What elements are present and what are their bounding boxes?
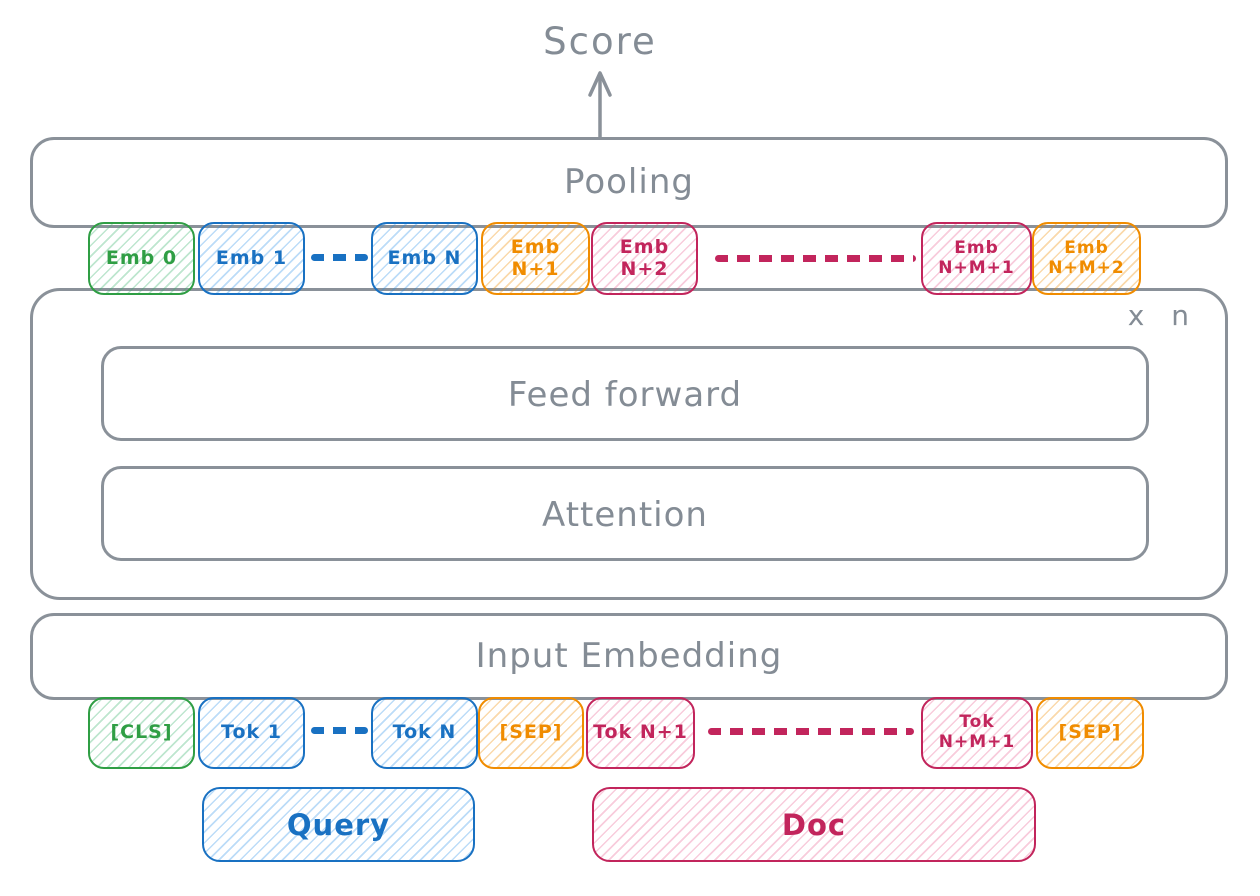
emb-n-plus-2-label: Emb N+2	[619, 235, 670, 280]
sep-2-token-chip: [SEP]	[1036, 697, 1144, 769]
token-ellipsis-blue-dashes	[311, 727, 368, 734]
input-embedding-box: Input Embedding	[30, 613, 1228, 700]
pooling-label: Pooling	[564, 162, 694, 202]
tok-n-plus-1-label: Tok N+1	[593, 721, 688, 744]
tok-1-chip: Tok 1	[198, 697, 305, 769]
encoder-box: x n Feed forward Attention	[30, 288, 1228, 600]
emb-n-label: Emb N	[387, 246, 462, 269]
cls-token-label: [CLS]	[110, 721, 173, 744]
tok-n-chip: Tok N	[371, 697, 478, 769]
emb-n-plus-1-chip: Emb N+1	[481, 222, 590, 295]
input-embedding-label: Input Embedding	[475, 636, 783, 676]
tok-n-plus-1-chip: Tok N+1	[586, 697, 695, 769]
token-ellipsis-crimson-dashes	[708, 728, 914, 735]
emb-n-m-1-label-line2: N+M+1	[938, 257, 1015, 278]
emb-0-chip: Emb 0	[88, 222, 195, 295]
emb-n-m-1-label-line1: Emb	[954, 237, 999, 258]
attention-label: Attention	[542, 495, 708, 535]
score-arrow-icon	[588, 71, 612, 141]
attention-box: Attention	[101, 466, 1149, 561]
emb-n-m-2-chip: Emb N+M+2	[1032, 222, 1141, 295]
tok-n-m-1-chip: Tok N+M+1	[921, 697, 1033, 769]
pooling-box: Pooling	[30, 137, 1228, 228]
tok-n-label: Tok N	[392, 721, 457, 744]
encoder-repeat-label: x n	[1127, 299, 1191, 332]
emb-n-plus-1-label: Emb N+1	[510, 235, 561, 280]
emb-0-label: Emb 0	[105, 246, 178, 269]
feed-forward-box: Feed forward	[101, 346, 1149, 441]
query-box: Query	[202, 787, 475, 862]
emb-1-chip: Emb 1	[198, 222, 305, 295]
emb-n-m-2-label-line2: N+M+2	[1048, 257, 1125, 278]
emb-1-label: Emb 1	[215, 246, 288, 269]
query-label: Query	[286, 807, 391, 842]
emb-n-plus-2-chip: Emb N+2	[591, 222, 698, 295]
emb-ellipsis-blue-dashes	[311, 254, 368, 261]
sep-1-token-chip: [SEP]	[478, 697, 584, 769]
emb-n-chip: Emb N	[371, 222, 478, 295]
emb-n-m-2-label-line1: Emb	[1064, 237, 1109, 258]
feed-forward-label: Feed forward	[507, 375, 743, 415]
doc-label: Doc	[781, 807, 847, 842]
tok-n-m-1-label-line2: N+M+1	[938, 732, 1016, 752]
sep-1-token-label: [SEP]	[499, 721, 563, 744]
tok-n-m-1-label-line1: Tok	[959, 712, 995, 733]
emb-n-m-1-chip: Emb N+M+1	[921, 222, 1032, 295]
emb-ellipsis-crimson-dashes	[715, 255, 916, 262]
cls-token-chip: [CLS]	[88, 697, 195, 769]
tok-1-label: Tok 1	[221, 721, 282, 744]
sep-2-token-label: [SEP]	[1058, 721, 1122, 744]
doc-box: Doc	[592, 787, 1036, 862]
score-label: Score	[543, 20, 657, 63]
